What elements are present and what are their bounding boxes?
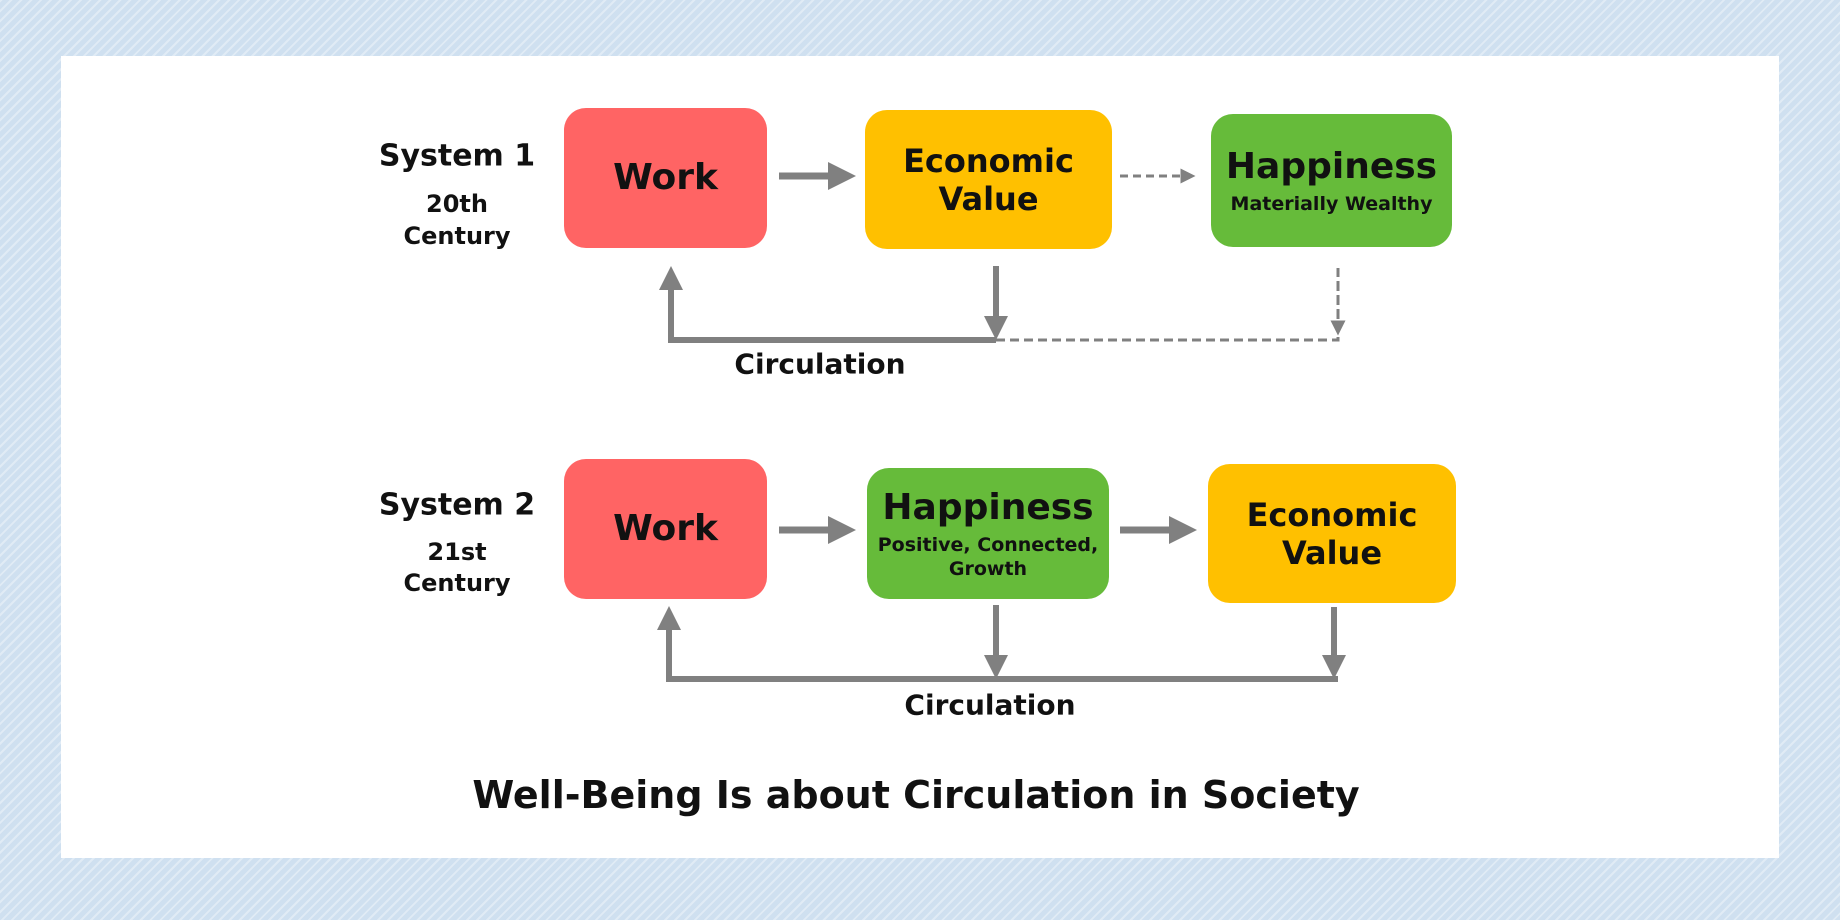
circulation-line-1 [659,266,996,343]
system1-circulation-label: Circulation [734,347,906,381]
system1-era-line1: 20th [426,190,488,218]
circulation-line-2 [657,606,1338,682]
system1-label: System 1 [378,138,536,174]
system2-happiness-label: Happiness [882,486,1094,528]
system2-economic-box: Economic Value [1208,464,1456,603]
system1-economic-box: Economic Value [865,110,1112,249]
system1-happiness-box: Happiness Materially Wealthy [1211,114,1452,247]
system2-happiness-sub-line2: Growth [948,557,1028,580]
system2-circulation-label: Circulation [904,688,1076,722]
dashed-circulation-line-1 [996,268,1340,342]
system2-era-line1: 21st [427,538,487,566]
system2-work-label: Work [613,508,718,549]
system2-work-box: Work [564,459,767,599]
system1-happiness-label: Happiness [1225,145,1438,187]
system1-work-label: Work [613,157,718,198]
system1-happiness-sub: Materially Wealthy [1230,192,1433,215]
system1-work-box: Work [564,108,767,248]
system2-happiness-sub-line1: Positive, Connected, [877,533,1099,556]
diagram-title: Well-Being Is about Circulation in Socie… [472,773,1360,817]
system1-economic-line2: Value [938,179,1039,218]
system2-era-line2: Century [403,569,511,597]
system1-era-line2: Century [403,222,511,250]
system2-happiness-box: Happiness Positive, Connected, Growth [867,468,1109,599]
system2-economic-line2: Value [1281,533,1383,572]
system2-label: System 2 [378,487,536,523]
system2-economic-line1: Economic [1246,495,1418,534]
system1-economic-line1: Economic [903,141,1074,180]
